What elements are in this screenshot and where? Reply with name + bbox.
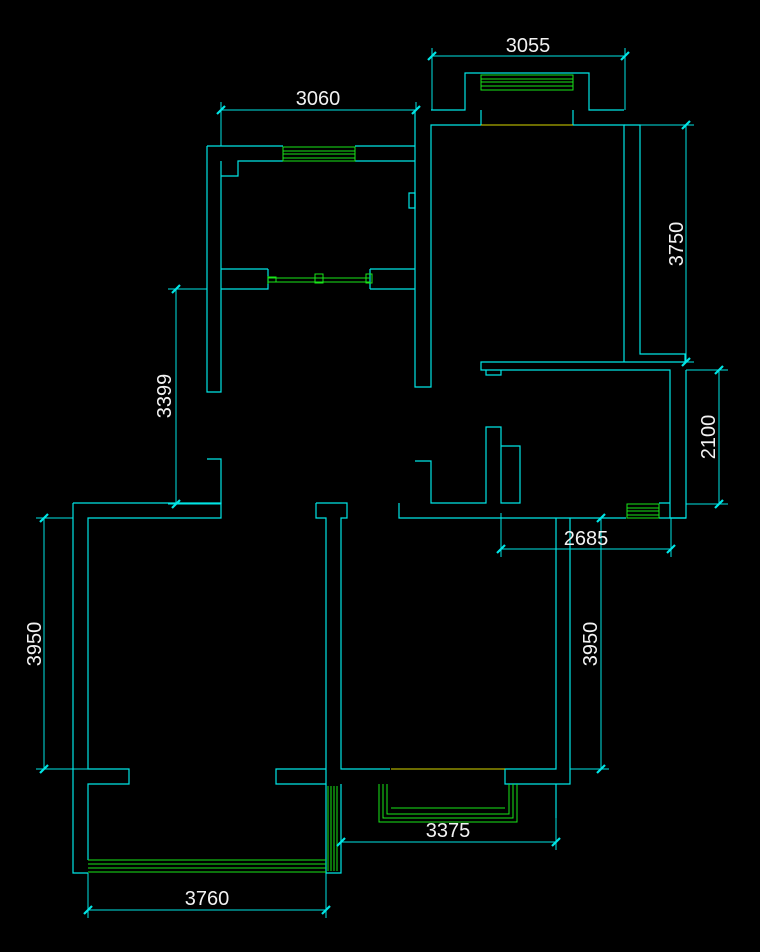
dim-tick — [321, 905, 331, 915]
window-right-middle — [626, 503, 660, 519]
dim-line-top-right — [431, 48, 626, 110]
dim-label-top-left: 3060 — [296, 88, 341, 110]
upper-left-room-walls — [206, 145, 416, 393]
dim-label-left-middle: 3399 — [154, 374, 176, 419]
dim-label-bottom-middle: 3375 — [426, 820, 471, 842]
central-wall-upper — [414, 110, 625, 388]
dim-tick — [39, 513, 49, 523]
top-bay-walls — [431, 72, 624, 125]
dim-tick — [666, 544, 676, 554]
dim-label-center-lower: 3950 — [580, 622, 602, 667]
dim-tick — [551, 837, 561, 847]
right-bedroom-walls — [504, 518, 571, 818]
window-upper-left — [282, 146, 356, 162]
dim-label-middle-right: 2685 — [564, 528, 609, 550]
bay-window-bottom-left — [327, 786, 338, 871]
middle-right-partitions — [398, 426, 686, 519]
dim-tick — [171, 499, 181, 509]
left-bedroom-walls — [72, 502, 390, 874]
dim-tick — [596, 513, 606, 523]
dim-tick — [681, 120, 691, 130]
left-partition-stub — [207, 458, 222, 504]
dim-label-bottom-left: 3760 — [185, 888, 230, 910]
dim-tick — [681, 357, 691, 367]
walls — [72, 72, 687, 874]
windows — [88, 74, 660, 873]
dimension-labels: 3055 3060 3750 3399 2100 2685 3950 3950 … — [24, 35, 720, 910]
dim-tick — [411, 105, 421, 115]
dim-tick — [216, 105, 226, 115]
dim-label-left-lower: 3950 — [24, 622, 46, 667]
openings — [391, 124, 573, 770]
bay-window-bottom-middle — [378, 784, 518, 823]
dimension-lines — [36, 48, 728, 918]
upper-right-room-walls — [480, 124, 687, 519]
dim-tick — [83, 905, 93, 915]
dim-tick — [714, 499, 724, 509]
dim-tick — [39, 764, 49, 774]
dim-label-right-middle: 2100 — [698, 415, 720, 460]
dim-tick — [171, 284, 181, 294]
dim-tick — [427, 51, 437, 61]
sliding-door-upper-left — [267, 273, 373, 284]
dim-line-right-middle — [686, 369, 728, 505]
bottom-bay-frame — [325, 784, 342, 874]
small-fixture — [485, 370, 502, 376]
dim-tick — [714, 365, 724, 375]
dim-label-right-upper: 3750 — [666, 222, 688, 267]
window-top-bay — [480, 74, 574, 91]
dim-tick — [620, 51, 630, 61]
window-bottom-left — [88, 859, 326, 873]
dim-label-top-right: 3055 — [506, 35, 551, 57]
dim-tick — [596, 764, 606, 774]
dim-tick — [496, 544, 506, 554]
dim-tick — [336, 837, 346, 847]
